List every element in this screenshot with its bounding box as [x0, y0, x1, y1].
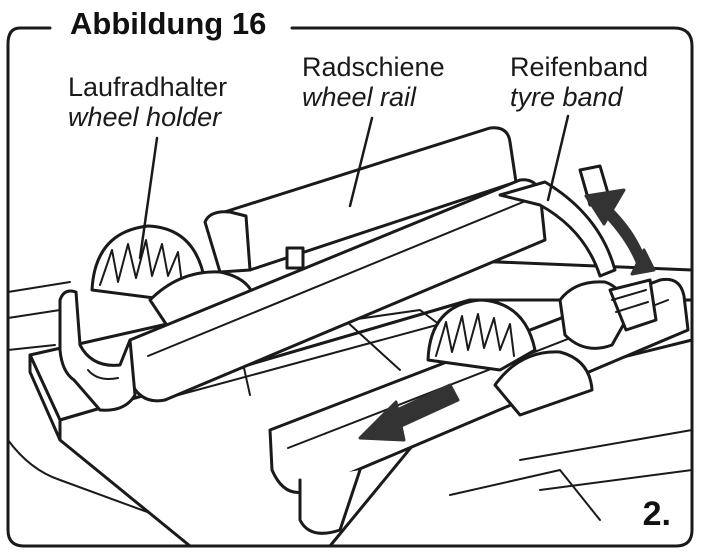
label-wheel-rail-en: wheel rail [302, 82, 417, 112]
label-leaders [138, 114, 570, 260]
curved-arrow-tyre-band [584, 188, 656, 276]
label-tyre-band-en: tyre band [510, 82, 623, 112]
figure-title: Abbildung 16 [62, 6, 275, 42]
label-tyre-band-de: Reifenband [510, 52, 649, 82]
step-number: 2. [642, 495, 671, 533]
leader-wheel-holder [138, 136, 159, 260]
label-wheel-rail: Radschiene wheel rail [302, 52, 445, 112]
front-wheel-holder [426, 298, 594, 417]
slide-arrow-left [358, 383, 460, 442]
label-wheel-rail-de: Radschiene [302, 52, 445, 82]
ground-lines [7, 281, 241, 547]
wheel-rail-left [58, 178, 547, 412]
label-tyre-band: Reifenband tyre band [510, 52, 648, 112]
label-wheel-holder-de: Laufradhalter [68, 72, 228, 102]
rear-wheel-holder [90, 224, 257, 332]
leader-tyre-band [546, 114, 570, 202]
label-wheel-holder: Laufradhalter wheel holder [68, 72, 227, 132]
figure-frame [6, 26, 694, 548]
leader-wheel-rail [348, 116, 374, 208]
wheel-rail-back-plate [203, 126, 518, 274]
label-wheel-holder-en: wheel holder [68, 102, 222, 132]
